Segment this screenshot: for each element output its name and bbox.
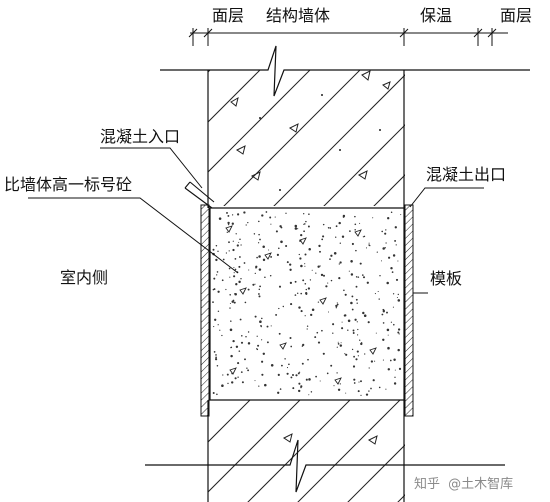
dimension-line [188,28,508,46]
watermark: 知乎 @土木智库 [414,478,513,491]
top-slab-line [160,45,530,97]
label-concrete-inlet: 混凝土入口 [100,127,181,146]
label-face-layer-left: 面层 [212,6,245,25]
label-higher-grade-concrete: 比墙体高一标号砼 [4,175,133,194]
upper-wall [207,70,405,208]
label-concrete-outlet: 混凝土出口 [426,165,507,184]
lower-wall [207,400,405,502]
bottom-slab-line [145,439,505,493]
label-structural-wall: 结构墙体 [266,6,331,25]
formwork-right [404,204,414,417]
concrete-inlet-spout [184,181,215,209]
label-formwork: 模板 [430,269,463,288]
watermark-author: @土木智库 [448,477,514,492]
label-indoor-side: 室内侧 [60,268,109,287]
label-face-layer-right: 面层 [500,6,533,25]
leader-lines [28,147,484,294]
concrete-infill [209,207,405,401]
formwork-left [200,204,210,417]
watermark-platform: 知乎 [414,477,441,492]
label-insulation: 保温 [420,6,453,25]
